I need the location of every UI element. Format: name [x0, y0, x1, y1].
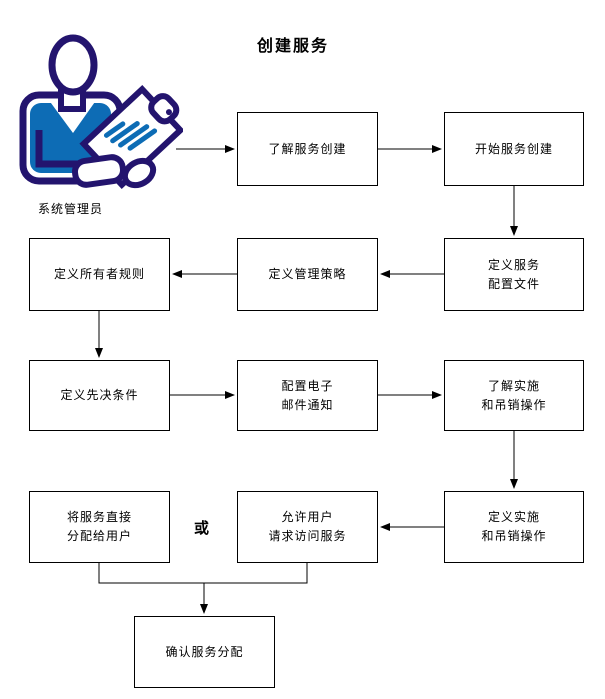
- flow-box-label: 了解实施: [487, 378, 540, 393]
- flow-box-configure-email-notification: 配置电子邮件通知: [237, 360, 378, 431]
- flow-box-label: 配置文件: [487, 276, 540, 291]
- flow-box-confirm-service-assignment: 确认服务分配: [134, 616, 275, 688]
- flow-box-label: 定义实施: [487, 510, 540, 524]
- flow-box-label: 和吊销操作: [481, 397, 547, 412]
- flow-box-label: 定义所有者规则: [53, 267, 145, 281]
- flow-box-label: 定义管理策略: [268, 267, 347, 281]
- flow-box-label: 定义服务: [487, 257, 540, 272]
- system-administrator-icon: [19, 34, 183, 189]
- flow-box-understand-provision-revoke: 了解实施和吊销操作: [444, 360, 584, 431]
- flow-box-define-provision-revoke: 定义实施和吊销操作: [444, 491, 584, 563]
- flow-box-understand-service-creation: 了解服务创建: [237, 112, 378, 186]
- flow-box-allow-user-request-access: 允许用户请求访问服务: [237, 491, 378, 563]
- flow-box-define-management-policy: 定义管理策略: [237, 238, 378, 311]
- flow-box-start-service-creation: 开始服务创建: [444, 112, 584, 186]
- actor-label: 系统管理员: [38, 202, 104, 216]
- page-title: 创建服务: [257, 38, 330, 55]
- flow-box-label: 了解服务创建: [268, 141, 347, 156]
- flow-box-define-service-profile: 定义服务配置文件: [444, 238, 584, 311]
- flow-box-label: 配置电子: [281, 378, 334, 393]
- flow-box-label: 开始服务创建: [474, 141, 553, 156]
- flow-box-assign-service-directly: 将服务直接分配给用户: [29, 491, 170, 563]
- flow-box-label: 定义先决条件: [60, 388, 139, 402]
- flow-box-label: 分配给用户: [66, 529, 132, 543]
- flow-box-label: 确认服务分配: [165, 644, 244, 659]
- or-label: 或: [194, 520, 210, 537]
- flow-box-define-prerequisites: 定义先决条件: [29, 360, 170, 431]
- flow-box-label: 邮件通知: [281, 397, 334, 412]
- flow-box-label: 将服务直接: [66, 510, 132, 524]
- flow-box-define-owner-rules: 定义所有者规则: [29, 238, 170, 311]
- flow-box-label: 允许用户: [281, 510, 334, 524]
- flow-box-label: 和吊销操作: [481, 529, 547, 543]
- flow-box-label: 请求访问服务: [268, 529, 347, 543]
